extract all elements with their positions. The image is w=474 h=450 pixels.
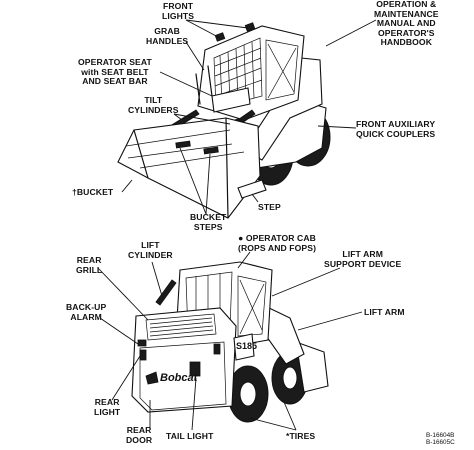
bottom-leader-lines — [97, 251, 363, 431]
brand-decal: Bobcat — [160, 372, 198, 384]
label-grab-handles: GRAB HANDLES — [146, 26, 189, 46]
label-operator-cab: ● OPERATOR CAB (ROPS AND FOPS) — [238, 233, 317, 253]
label-lift-cylinder: LIFT CYLINDER — [128, 240, 173, 260]
label-bucket: †BUCKET — [72, 187, 114, 197]
top-leader-lines — [121, 19, 377, 215]
label-step: STEP — [258, 202, 281, 212]
model-decal: S185 — [236, 341, 258, 351]
label-rear-grill: REAR GRILL — [76, 255, 103, 275]
label-front-aux-couplers: FRONT AUXILIARY QUICK COUPLERS — [356, 119, 436, 139]
label-front-lights: FRONT LIGHTS — [162, 1, 195, 21]
label-operation-manual: OPERATION & MAINTENANCE MANUAL AND OPERA… — [374, 0, 439, 48]
label-lift-arm: LIFT ARM — [364, 307, 405, 317]
label-backup-alarm: BACK-UP ALARM — [66, 302, 107, 322]
label-tail-light: TAIL LIGHT — [166, 431, 214, 441]
bottom-skid-steer-illustration — [131, 261, 329, 423]
top-skid-steer-illustration — [117, 22, 331, 219]
label-rear-door: REAR DOOR — [126, 425, 153, 445]
label-tilt-cylinders: TILT CYLINDERS — [128, 95, 179, 115]
label-lift-arm-support: LIFT ARM SUPPORT DEVICE — [324, 249, 402, 269]
label-bucket-steps: BUCKET STEPS — [190, 212, 227, 232]
label-tires: *TIRES — [286, 431, 316, 441]
figure-reference-codes: B-16604B B-16605C — [426, 432, 455, 447]
label-rear-light: REAR LIGHT — [94, 397, 121, 417]
label-operator-seat: OPERATOR SEAT with SEAT BELT AND SEAT BA… — [78, 57, 152, 87]
